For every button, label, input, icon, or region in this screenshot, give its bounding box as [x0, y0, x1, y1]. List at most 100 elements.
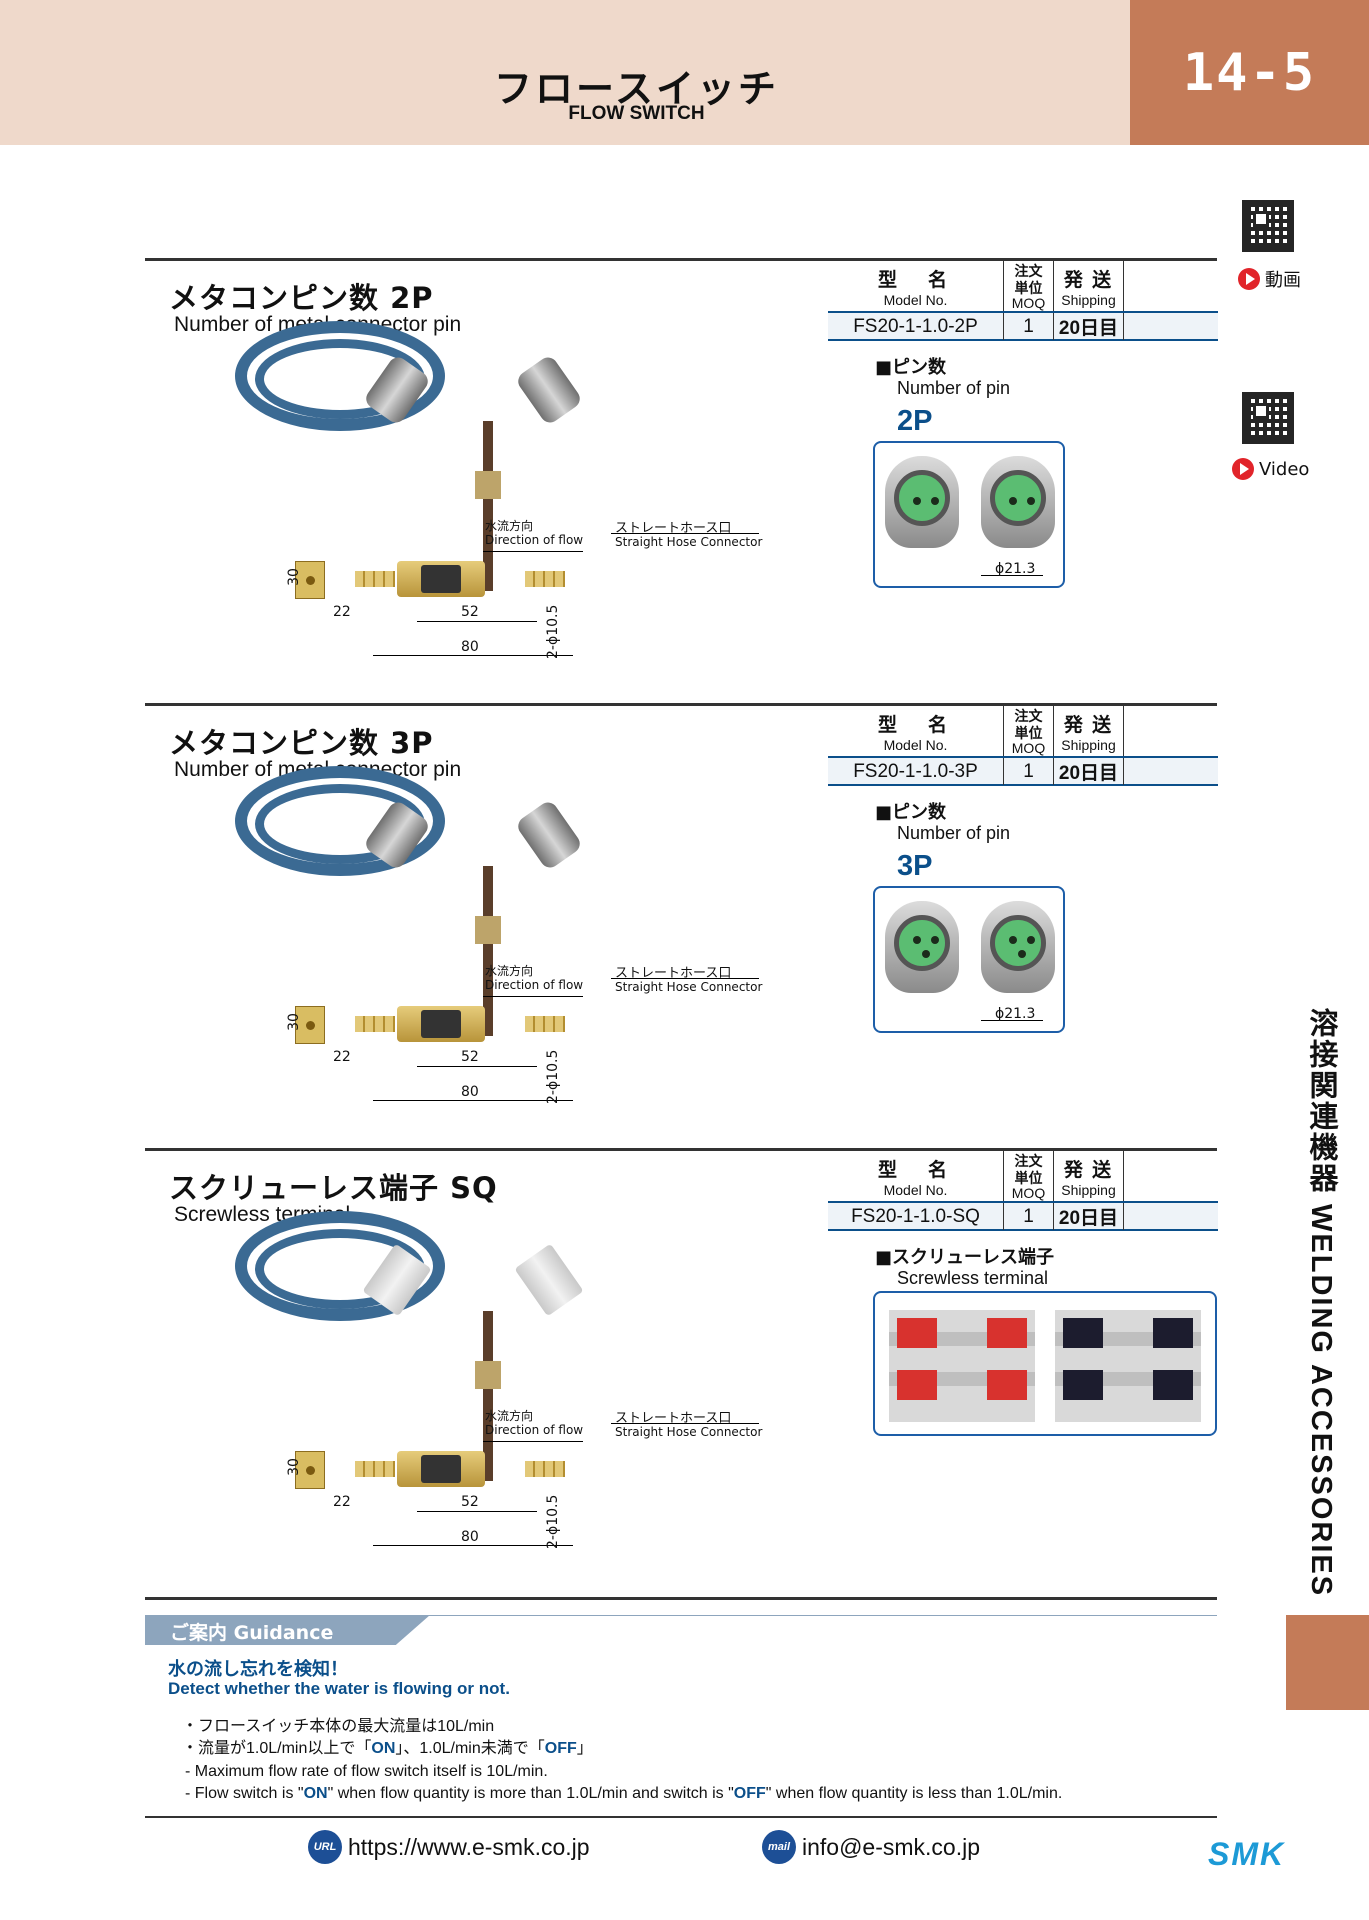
connector-plug-image: [514, 798, 584, 872]
product-drawing: 水流方向 Direction of flow ストレートホース口 Straigh…: [145, 1211, 785, 1601]
product-section: メタコンピン数 2P Number of metal connector pin…: [145, 258, 1218, 705]
play-icon: [1238, 268, 1260, 290]
guidance-line-1: ・フロースイッチ本体の最大流量は10L/min: [182, 1718, 495, 1735]
page-title-jp: フロースイッチ: [493, 67, 780, 111]
model-number: FS20-1-1.0-SQ: [828, 1203, 1004, 1230]
mail-icon: mail: [762, 1830, 796, 1864]
section-title-jp: スクリューレス端子 SQ: [169, 1171, 498, 1205]
url-icon: URL: [308, 1830, 342, 1864]
flow-switch-body-image: [397, 1451, 485, 1487]
diameter-label: ϕ21.3: [995, 1006, 1036, 1022]
moq-value: 1: [1004, 1203, 1054, 1230]
guidance-line-3: - Maximum flow rate of flow switch itsel…: [185, 1763, 548, 1780]
hose-connector-en: Straight Hose Connector: [615, 980, 763, 994]
male-connector-image: [885, 901, 959, 993]
dimension-hole: 2-ϕ10.5: [545, 1049, 561, 1104]
dimension-80: 80: [461, 1084, 479, 1100]
connector-plug-image: [514, 353, 584, 427]
category-tab: [1286, 1615, 1369, 1710]
section-title-jp: メタコンピン数 2P: [169, 281, 434, 315]
footer-rule: [145, 1816, 1217, 1818]
end-view-image: [295, 561, 325, 599]
pin-label-jp: ■スクリューレス端子: [875, 1247, 1055, 1268]
video-label-en: Video: [1259, 458, 1310, 480]
page-number: 14-5: [1130, 0, 1369, 145]
moq-value: 1: [1004, 313, 1054, 340]
moq-value: 1: [1004, 758, 1054, 785]
pin-count-value: 2P: [897, 405, 933, 437]
dimension-hole: 2-ϕ10.5: [545, 604, 561, 659]
pin-count-value: 3P: [897, 850, 933, 882]
end-view-image: [295, 1451, 325, 1489]
guidance-line-2: ・流量が1.0L/min以上で「ON」、1.0L/min未満で「OFF」: [182, 1740, 593, 1757]
dimension-52: 52: [461, 1494, 479, 1510]
female-connector-image: [981, 456, 1055, 548]
pin-label-jp: ■ピン数: [875, 357, 947, 378]
dimension-30: 30: [285, 568, 302, 586]
shipping-value: 20日目: [1054, 758, 1124, 785]
dimension-30: 30: [285, 1458, 302, 1476]
dimension-52: 52: [461, 604, 479, 620]
flow-direction-en: Direction of flow: [485, 978, 584, 992]
connector-plug-image: [514, 1243, 584, 1317]
female-connector-image: [981, 901, 1055, 993]
dimension-52: 52: [461, 1049, 479, 1065]
product-drawing: 水流方向 Direction of flow ストレートホース口 Straigh…: [145, 766, 785, 1156]
dimension-80: 80: [461, 1529, 479, 1545]
category-label: 溶接関連機器 WELDING ACCESSORIES: [1305, 1008, 1337, 1598]
smk-logo: SMK: [1208, 1836, 1286, 1872]
table-row: FS20-1-1.0-2P 1 20日目: [828, 313, 1218, 341]
play-icon: [1232, 458, 1254, 480]
flow-switch-body-image: [397, 1006, 485, 1042]
flow-direction-jp: 水流方向: [485, 519, 534, 533]
flow-direction-jp: 水流方向: [485, 964, 534, 978]
guidance-line-4: - Flow switch is "ON" when flow quantity…: [185, 1785, 1063, 1802]
dimension-hole: 2-ϕ10.5: [545, 1494, 561, 1549]
hose-connector-jp: ストレートホース口: [615, 1411, 732, 1426]
dimension-22: 22: [333, 1049, 351, 1065]
header-band: [0, 0, 1130, 145]
flow-direction-en: Direction of flow: [485, 533, 584, 547]
video-link-jp[interactable]: 動画: [1238, 266, 1301, 292]
end-view-image: [295, 1006, 325, 1044]
guidance-heading-jp: 水の流し忘れを検知！: [168, 1659, 348, 1680]
shipping-value: 20日目: [1054, 313, 1124, 340]
hose-connector-en: Straight Hose Connector: [615, 1425, 763, 1439]
guidance-tab-line: [420, 1615, 1217, 1616]
product-drawing: 水流方向 Direction of flow ストレートホース口 Straigh…: [145, 321, 785, 711]
black-terminal-image: [1055, 1310, 1201, 1422]
dimension-22: 22: [333, 604, 351, 620]
male-connector-image: [885, 456, 959, 548]
table-row: FS20-1-1.0-3P 1 20日目: [828, 758, 1218, 786]
terminal-image-box: [873, 1291, 1217, 1436]
guidance-rule: [145, 1597, 1217, 1600]
video-link-en[interactable]: Video: [1232, 458, 1309, 480]
guidance-heading-en: Detect whether the water is flowing or n…: [168, 1679, 510, 1698]
hose-connector-jp: ストレートホース口: [615, 521, 732, 536]
page-title-en: FLOW SWITCH: [568, 103, 705, 124]
hose-connector-jp: ストレートホース口: [615, 966, 732, 981]
flow-direction-en: Direction of flow: [485, 1423, 584, 1437]
dimension-30: 30: [285, 1013, 302, 1031]
qr-code-icon[interactable]: [1242, 200, 1294, 252]
qr-code-icon[interactable]: [1242, 392, 1294, 444]
product-section: メタコンピン数 3P Number of metal connector pin…: [145, 703, 1218, 1150]
website-url: https://www.e-smk.co.jp: [348, 1833, 590, 1860]
dimension-80: 80: [461, 639, 479, 655]
model-number: FS20-1-1.0-3P: [828, 758, 1004, 785]
pin-image-box: ϕ21.3: [873, 886, 1065, 1033]
guidance-tab: ご案内 Guidance: [145, 1615, 430, 1645]
pin-image-box: ϕ21.3: [873, 441, 1065, 588]
hose-connector-en: Straight Hose Connector: [615, 535, 763, 549]
pin-label-en: Screwless terminal: [897, 1268, 1049, 1288]
pin-label-en: Number of pin: [897, 378, 1011, 398]
pin-label-jp: ■ピン数: [875, 802, 947, 823]
red-terminal-image: [889, 1310, 1035, 1422]
pin-label-en: Number of pin: [897, 823, 1011, 843]
